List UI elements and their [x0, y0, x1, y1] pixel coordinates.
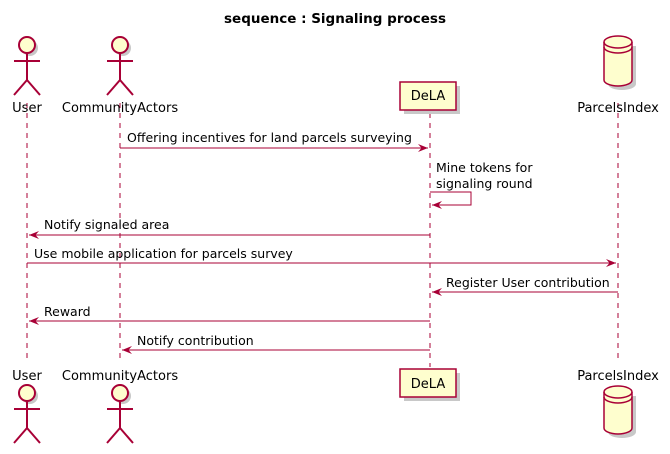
message-label-4: Use mobile application for parcels surve…	[34, 246, 293, 261]
actor-community-actors-top-icon	[106, 36, 134, 96]
participant-label-user-bottom: User	[12, 369, 42, 384]
participant-label-dela-bottom: DeLA	[411, 377, 446, 392]
message-label-1: Offering incentives for land parcels sur…	[127, 130, 412, 145]
message-label-2-line2: signaling round	[436, 176, 533, 191]
database-parcels-index-bottom-icon	[603, 385, 636, 438]
participant-label-community-actors-top: CommunityActors	[62, 101, 178, 116]
message-label-2-line1: Mine tokens for	[436, 160, 533, 175]
participant-box-dela-bottom	[399, 368, 460, 401]
participant-label-parcels-index-top: ParcelsIndex	[577, 101, 659, 116]
database-parcels-index-top-icon	[603, 35, 636, 90]
message-label-3: Notify signaled area	[44, 217, 169, 232]
message-label-5: Register User contribution	[446, 275, 610, 290]
participant-label-parcels-index-bottom: ParcelsIndex	[577, 369, 659, 384]
diagram-title: sequence : Signaling process	[224, 11, 446, 27]
message-label-7: Notify contribution	[137, 333, 254, 348]
message-label-6: Reward	[44, 304, 91, 319]
actor-community-actors-bottom-icon	[106, 384, 134, 444]
message-arrow-2-self	[430, 191, 472, 209]
participant-label-dela-top: DeLA	[411, 89, 446, 104]
participant-box-dela-top	[399, 81, 460, 114]
participant-label-user-top: User	[12, 101, 42, 116]
actor-user-bottom-icon	[13, 384, 41, 444]
actor-user-top-icon	[13, 36, 41, 96]
participant-label-community-actors-bottom: CommunityActors	[62, 369, 178, 384]
